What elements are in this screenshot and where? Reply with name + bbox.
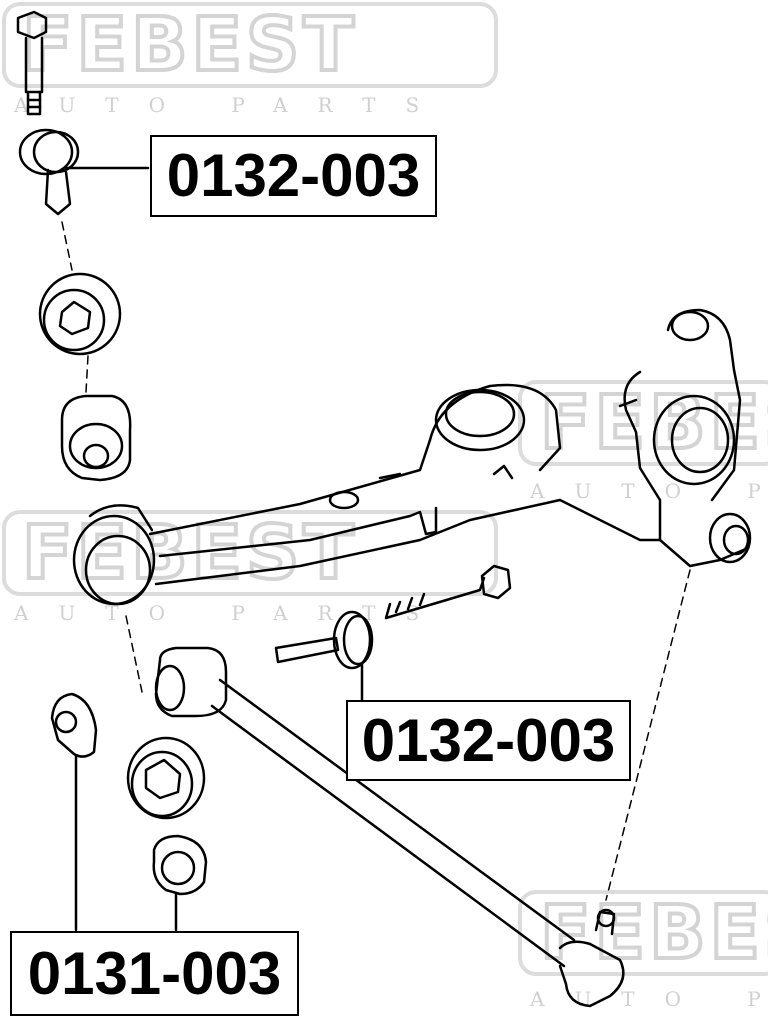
part-number-label-bottom: 0131-003 xyxy=(10,931,299,1016)
watermark-logo-top: FEBEST xyxy=(22,2,358,88)
tie-rod xyxy=(154,646,625,1008)
cam-plate-bottom xyxy=(126,736,206,820)
cam-plate-top xyxy=(38,272,122,356)
nut-top xyxy=(60,394,132,482)
watermark-logo-bottom: FEBEST xyxy=(540,890,768,976)
watermark-frame-mid xyxy=(2,510,498,596)
axis-line-left xyxy=(125,615,143,693)
watermark-frame-top xyxy=(2,2,498,88)
top-cam-washer xyxy=(18,128,150,216)
watermark-tagline-top: AUTO PARTS xyxy=(13,93,449,117)
steering-knuckle xyxy=(558,308,752,568)
part-number-label-top: 0132-003 xyxy=(150,135,437,217)
lower-control-arm xyxy=(72,383,562,606)
top-bolt xyxy=(16,10,48,116)
nut-bottom xyxy=(152,834,208,932)
watermark-tagline-bottom: AUTO PARTS xyxy=(529,987,768,1011)
cam-bolt-middle xyxy=(274,610,374,702)
watermark-logo-right: FEBEST xyxy=(540,380,768,466)
part-number-label-middle: 0132-003 xyxy=(346,700,631,781)
long-bolt xyxy=(384,564,512,620)
axis-line-right xyxy=(605,569,691,901)
small-bushing-left xyxy=(50,692,98,932)
axis-line-top xyxy=(61,221,73,271)
watermark-frame-right xyxy=(518,380,768,466)
watermark-tagline-mid: AUTO PARTS xyxy=(13,601,449,625)
